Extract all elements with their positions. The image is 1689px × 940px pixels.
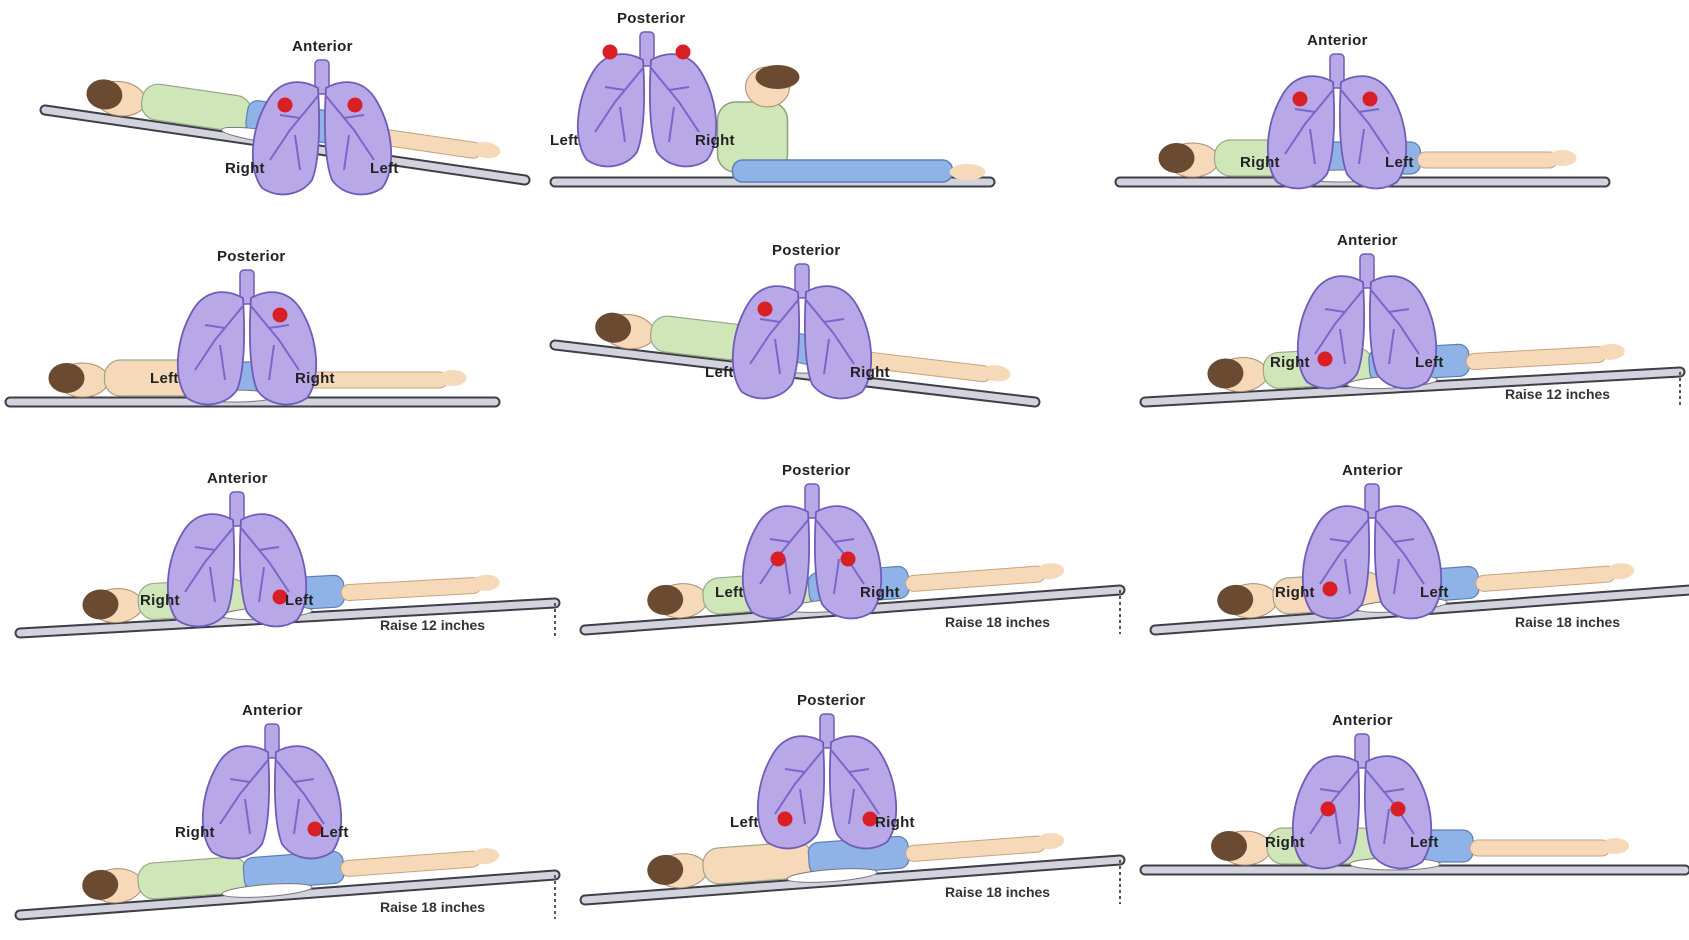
right-label: Right [850, 364, 890, 381]
lesion-marker [758, 302, 773, 317]
right-label: Left [1415, 354, 1444, 371]
lesion-marker [771, 552, 786, 567]
panel-illustration [1140, 700, 1689, 940]
panel-illustration [5, 240, 565, 480]
lesion-marker [273, 308, 288, 323]
lesion-marker [603, 45, 618, 60]
left-label: Right [140, 592, 180, 609]
left-label: Right [1240, 154, 1280, 171]
view: Posterior [772, 242, 841, 259]
lesion-marker [1318, 352, 1333, 367]
right-label: Left [285, 592, 314, 609]
patient-figure [718, 65, 986, 182]
right-label: Right [295, 370, 335, 387]
view: Anterior [292, 38, 353, 55]
raise: Raise 12 inches [1505, 386, 1610, 402]
lesion-marker [1293, 92, 1308, 107]
left-label: Left [715, 584, 744, 601]
lesion-marker [1363, 92, 1378, 107]
panel-illustration [545, 2, 1105, 242]
panel-illustration [580, 450, 1140, 690]
panel-illustration [545, 230, 1105, 470]
lesion-marker [1323, 582, 1338, 597]
raise: Raise 18 inches [380, 899, 485, 915]
panel-illustration [580, 680, 1140, 920]
view: Anterior [1307, 32, 1368, 49]
view: Posterior [617, 10, 686, 27]
raise: Raise 12 inches [380, 617, 485, 633]
lesion-marker [1391, 802, 1406, 817]
right-label: Left [1385, 154, 1414, 171]
lesion-marker [676, 45, 691, 60]
right-label: Right [695, 132, 735, 149]
view: Anterior [242, 702, 303, 719]
left-label: Right [1275, 584, 1315, 601]
right-label: Left [1410, 834, 1439, 851]
lesion-marker [841, 552, 856, 567]
right-label: Left [1420, 584, 1449, 601]
panel-illustration [15, 460, 575, 700]
view: Posterior [797, 692, 866, 709]
left-label: Left [705, 364, 734, 381]
raise: Raise 18 inches [945, 884, 1050, 900]
right-label: Right [860, 584, 900, 601]
view: Posterior [782, 462, 851, 479]
left-label: Right [225, 160, 265, 177]
view: Posterior [217, 248, 286, 265]
lesion-marker [1321, 802, 1336, 817]
raise: Raise 18 inches [1515, 614, 1620, 630]
panel-illustration [35, 20, 595, 260]
lesion-marker [278, 98, 293, 113]
view: Anterior [1342, 462, 1403, 479]
left-label: Left [150, 370, 179, 387]
left-label: Right [175, 824, 215, 841]
right-label: Left [370, 160, 399, 177]
panel-illustration [15, 690, 575, 930]
lesion-marker [348, 98, 363, 113]
view: Anterior [1337, 232, 1398, 249]
left-label: Left [730, 814, 759, 831]
lesion-marker [778, 812, 793, 827]
left-label: Right [1265, 834, 1305, 851]
view: Anterior [207, 470, 268, 487]
left-label: Right [1270, 354, 1310, 371]
left-label: Left [550, 132, 579, 149]
panel-illustration [1150, 450, 1689, 690]
right-label: Right [875, 814, 915, 831]
raise: Raise 18 inches [945, 614, 1050, 630]
right-label: Left [320, 824, 349, 841]
panel-illustration [1140, 220, 1689, 460]
view: Anterior [1332, 712, 1393, 729]
